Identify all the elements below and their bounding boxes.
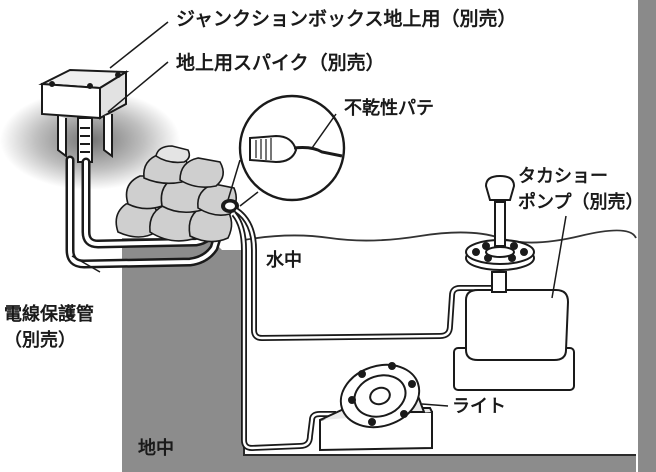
water-surface [243,229,637,244]
pump-cable [234,207,500,342]
stones-icon [115,145,238,243]
cable-entry [221,199,239,213]
underwater-label: 水中 [266,250,302,271]
ground-spike-icon [57,114,113,163]
conduit-label-line2: （別売） [4,330,76,351]
side-bar [638,0,656,472]
light-fixture-icon [319,362,449,452]
pond-bottom [243,250,636,456]
pump-icon [453,174,575,391]
junction-box-label: ジャンクションボックス地上用（別売） [176,8,517,30]
putty-magnifier-icon [227,94,346,207]
conduit-label-line1: 電線保護管 [4,304,94,325]
light-label: ライト [452,396,506,417]
leader-lines [71,21,169,273]
underground-label: 地中 [138,438,174,459]
spike-label: 地上用スパイク（別売） [176,52,385,74]
putty-label: 不乾性パテ [344,98,434,119]
pump-label-line1: タカショー [518,166,608,187]
pump-label-line2: ポンプ（別売） [518,192,644,213]
junction-box-icon [38,68,130,120]
